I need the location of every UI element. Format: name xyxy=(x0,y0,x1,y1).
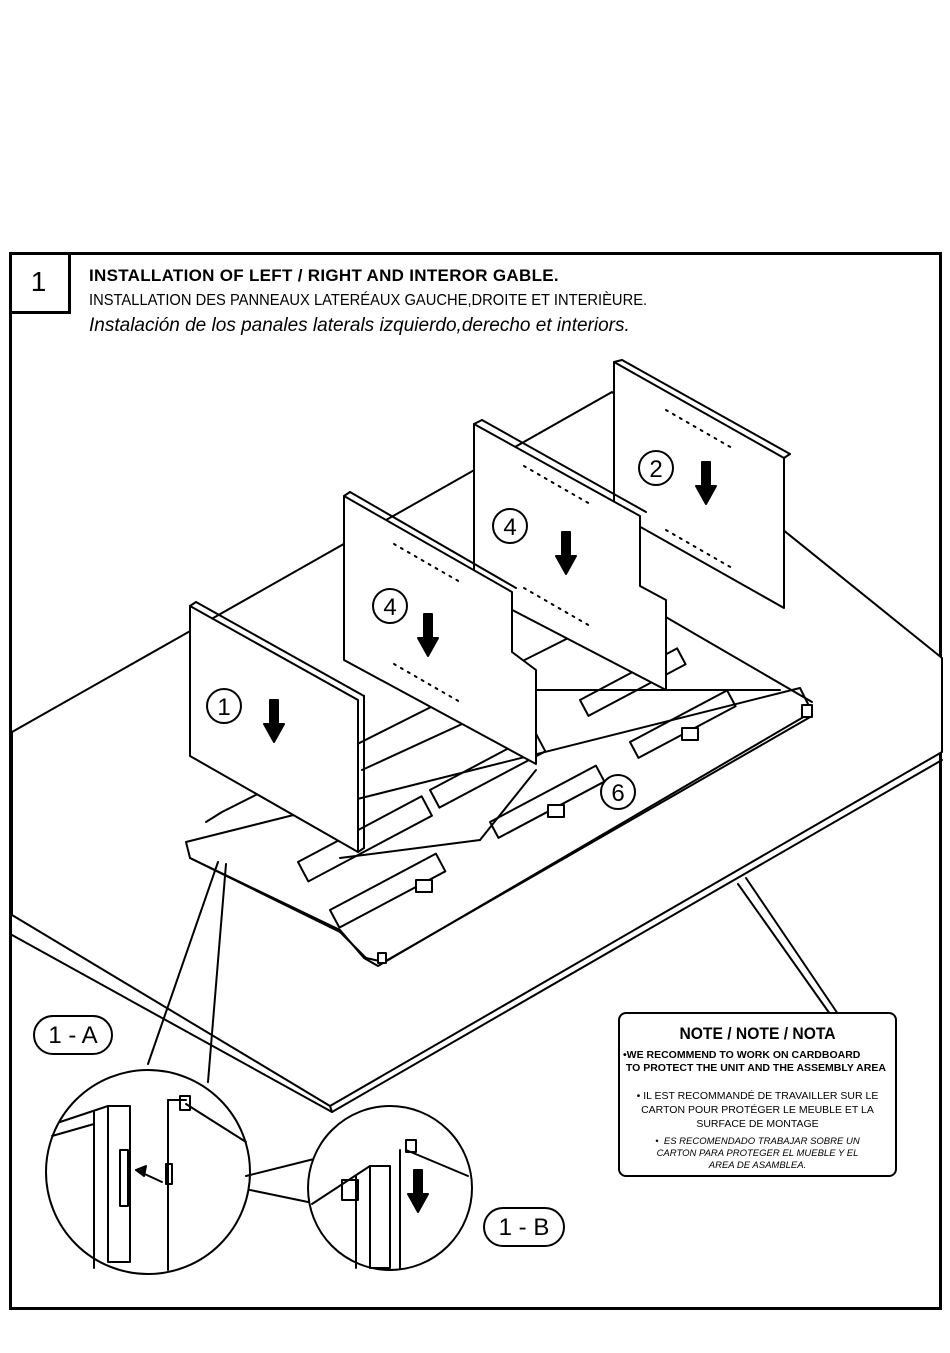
note-title: NOTE / NOTE / NOTA xyxy=(679,1024,836,1043)
title-spanish: Instalación de los panales laterals izqu… xyxy=(89,315,630,336)
callout-panel-1: 1 xyxy=(217,694,230,721)
detail-labels xyxy=(33,1015,565,1247)
down-arrow-icons xyxy=(263,461,717,743)
part-callouts xyxy=(206,450,674,810)
callout-panel-2: 2 xyxy=(649,456,662,483)
instruction-frame xyxy=(9,252,942,1310)
note-spanish: • ES RECOMENDADO TRABAJAR SOBRE UN CARTO… xyxy=(655,1136,860,1171)
detail-1b xyxy=(307,1105,473,1271)
note-english: •WE RECOMMEND TO WORK ON CARDBOARD TO PR… xyxy=(623,1049,886,1074)
note-box: NOTE / NOTE / NOTA •WE RECOMMEND TO WORK… xyxy=(618,1012,897,1177)
callout-panel-4-front: 4 xyxy=(383,594,396,621)
title-english: INSTALLATION OF LEFT / RIGHT AND INTEROR… xyxy=(89,266,559,285)
detail-connector-2 xyxy=(249,1189,309,1203)
detail-1a-label: 1 - A xyxy=(48,1022,97,1049)
title-french: INSTALLATION DES PANNEAUX LATERÉAUX GAUC… xyxy=(89,292,648,309)
cardboard-surface xyxy=(11,391,943,1113)
note-french: • IL EST RECOMMANDÉ DE TRAVAILLER SUR LE… xyxy=(636,1090,879,1130)
note-leader-2 xyxy=(745,877,839,1015)
base-frame xyxy=(185,601,813,967)
detail-1b-label: 1 - B xyxy=(499,1214,550,1241)
callout-panel-4-back: 4 xyxy=(503,514,516,541)
panel-4-front xyxy=(343,491,537,765)
callout-base-6: 6 xyxy=(611,780,624,807)
note-leader xyxy=(737,883,831,1015)
detail-1a xyxy=(45,861,251,1275)
detail-connector xyxy=(245,1157,319,1177)
step-number: 1 xyxy=(9,252,71,314)
